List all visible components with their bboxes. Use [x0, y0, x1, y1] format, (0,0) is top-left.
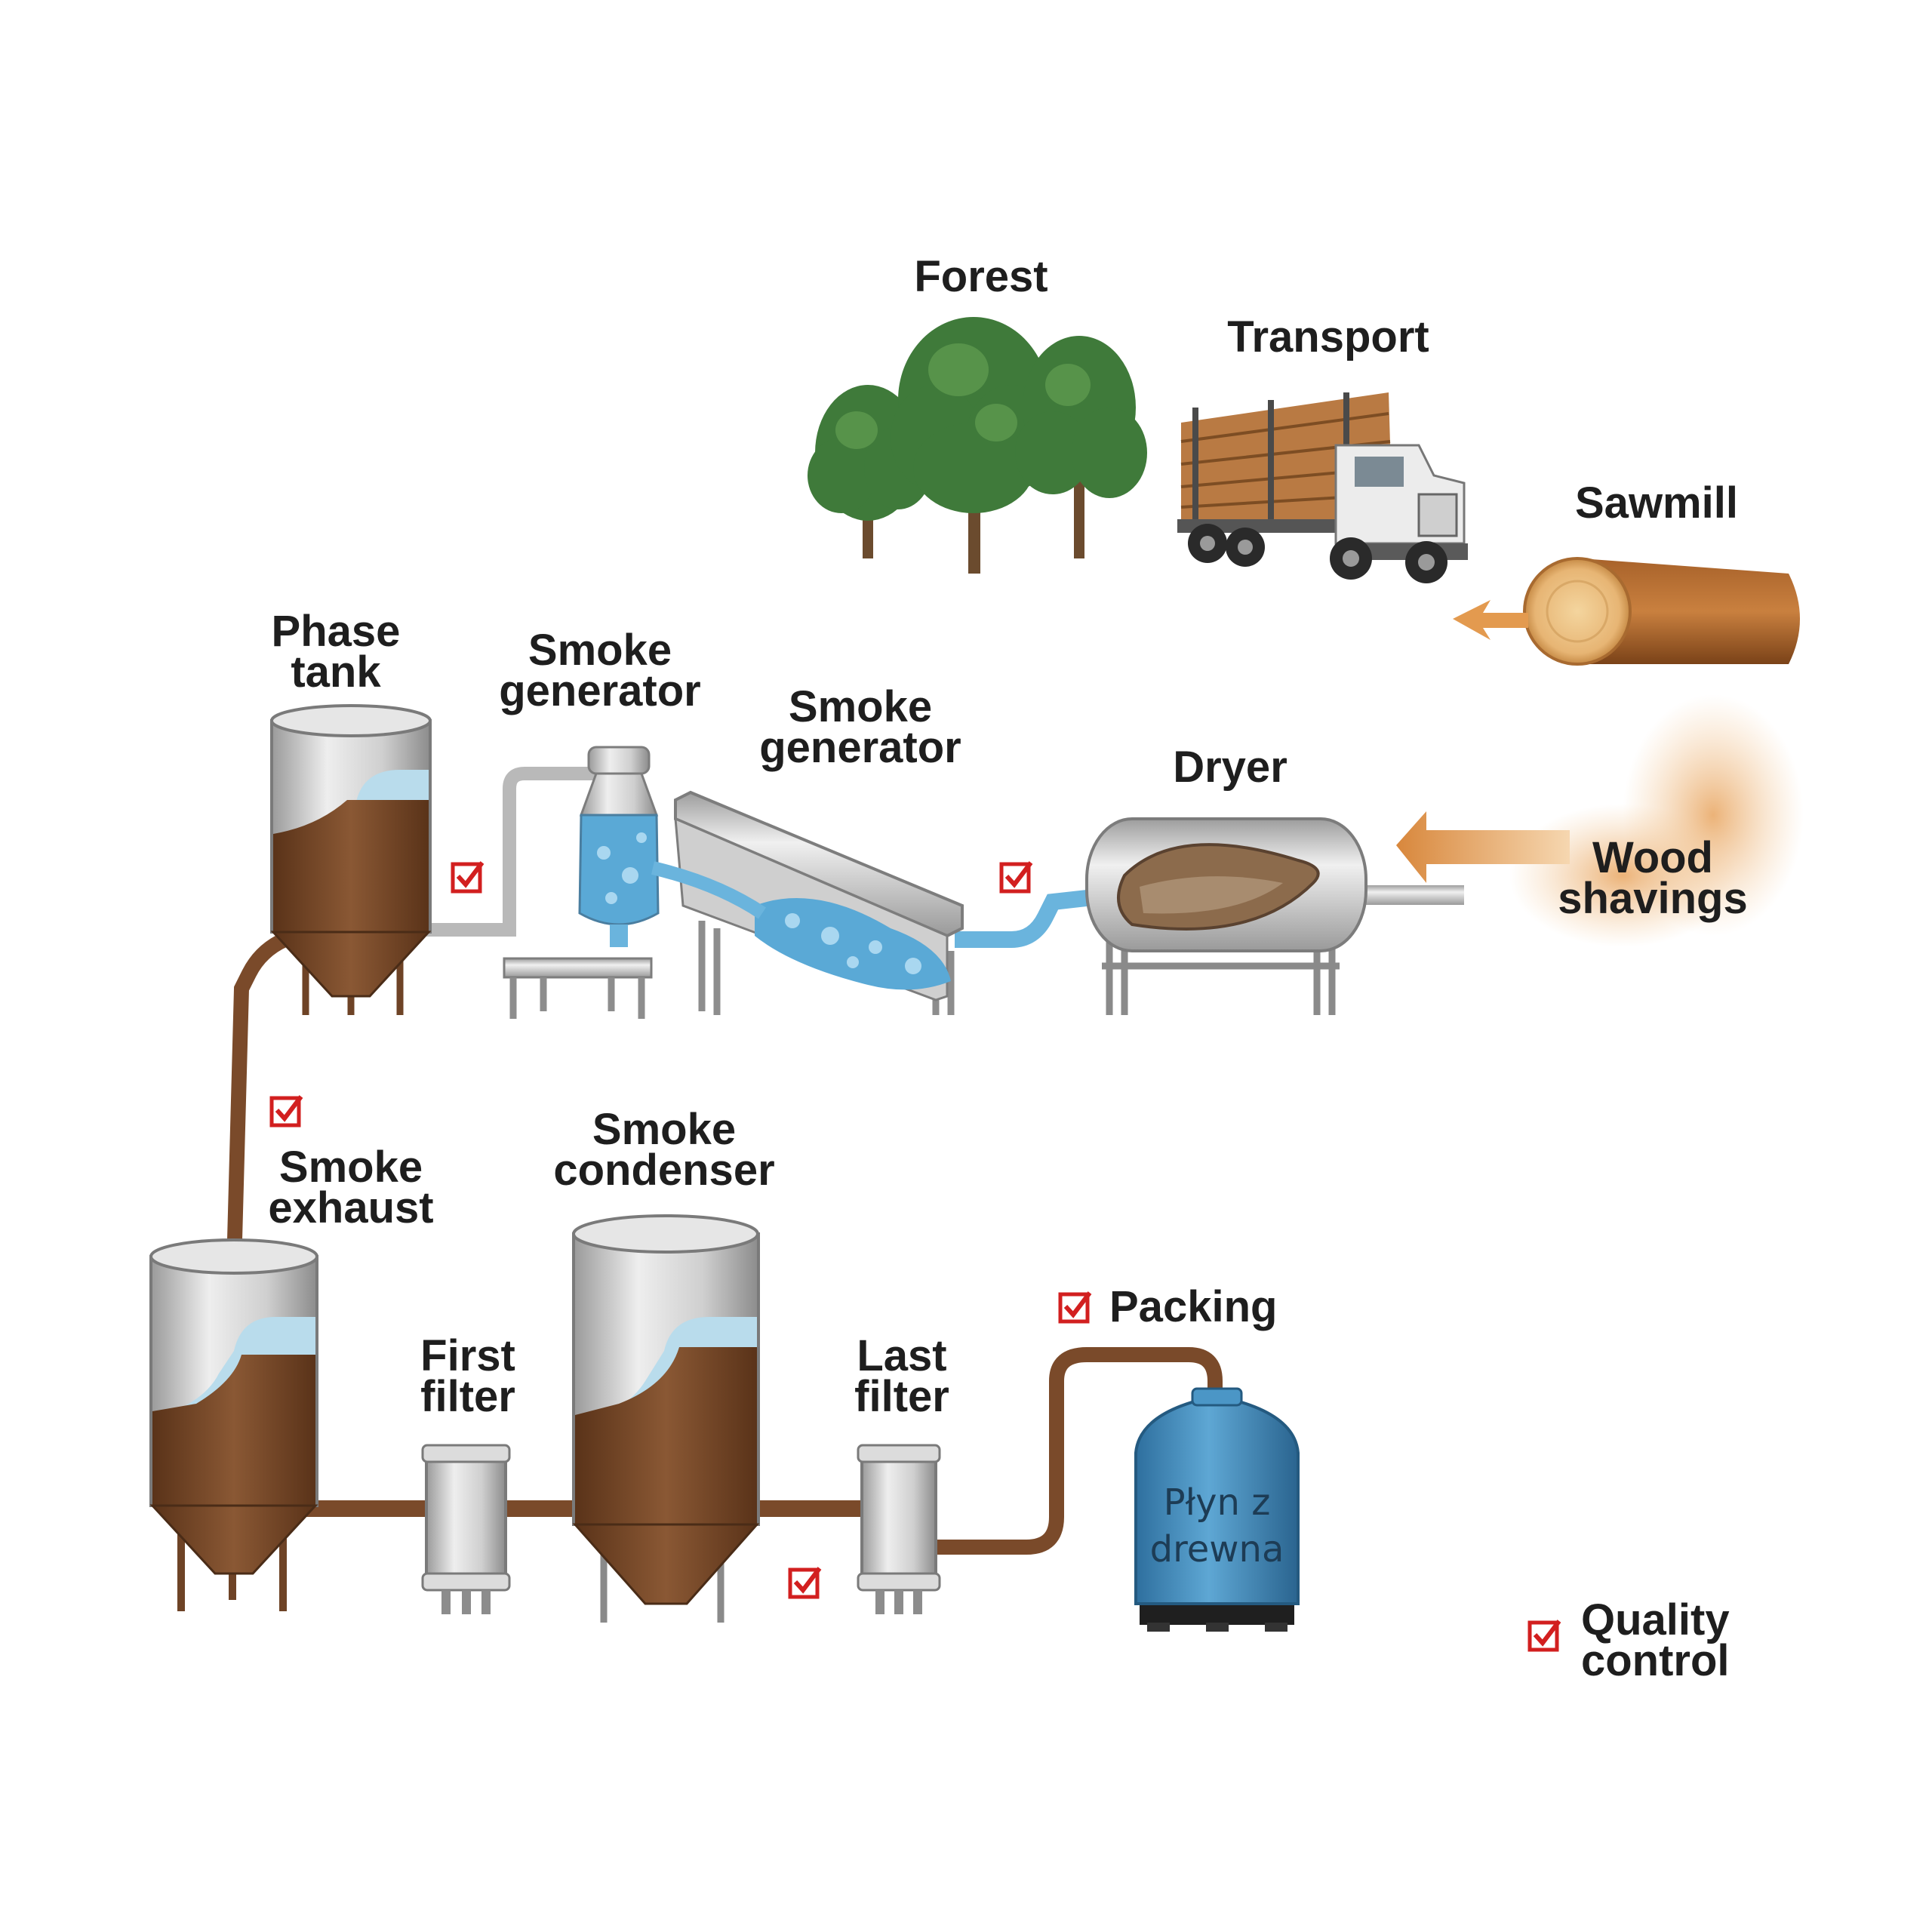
label-last-filter: Last filter	[854, 1331, 949, 1421]
first-filter-unit	[421, 1444, 511, 1614]
label-phase-tank: Phase tank	[271, 607, 401, 697]
wood-shavings-arrow	[1396, 804, 1736, 947]
log-truck	[1177, 392, 1468, 583]
label-smoke-generator-hopper: Smoke generator	[499, 626, 701, 715]
forest-trees	[808, 317, 1147, 574]
label-packing: Packing	[1109, 1282, 1278, 1331]
packing-product-tank	[1134, 1387, 1300, 1632]
smoke-generator-conveyor	[674, 790, 964, 1015]
phase-tank	[270, 704, 432, 1015]
legend-checkbox-check-icon	[1527, 1620, 1561, 1652]
dryer-drum	[1085, 817, 1367, 1015]
checkbox-check-icon	[269, 1095, 303, 1128]
smoke-generator-hopper	[503, 746, 766, 1019]
exhaust-collection-tank	[149, 1238, 318, 1611]
checkbox-check-icon	[1058, 1291, 1092, 1324]
label-dryer: Dryer	[1173, 743, 1287, 792]
label-forest: Forest	[914, 252, 1048, 301]
checkbox-check-icon	[999, 861, 1033, 894]
smoke-condenser-tank	[572, 1214, 760, 1623]
checkbox-check-icon	[788, 1567, 822, 1599]
dryer-outlet-pipe	[1358, 885, 1464, 905]
checkbox-check-icon	[451, 861, 485, 894]
sawmill-arrow	[1453, 600, 1528, 640]
label-first-filter: First filter	[420, 1331, 515, 1421]
label-smoke-generator-conveyor: Smoke generator	[759, 682, 961, 772]
label-sawmill: Sawmill	[1575, 478, 1738, 528]
label-transport: Transport	[1227, 312, 1429, 361]
label-smoke-condenser: Smoke condenser	[553, 1105, 775, 1195]
packing-tank-text: Płyn z drewna	[1149, 1481, 1284, 1571]
legend-label-quality-control: Quality control	[1581, 1595, 1730, 1685]
label-smoke-exhaust: Smoke exhaust	[268, 1143, 434, 1232]
label-wood-shavings: Wood shavings	[1558, 833, 1748, 923]
last-filter-unit	[857, 1444, 941, 1614]
